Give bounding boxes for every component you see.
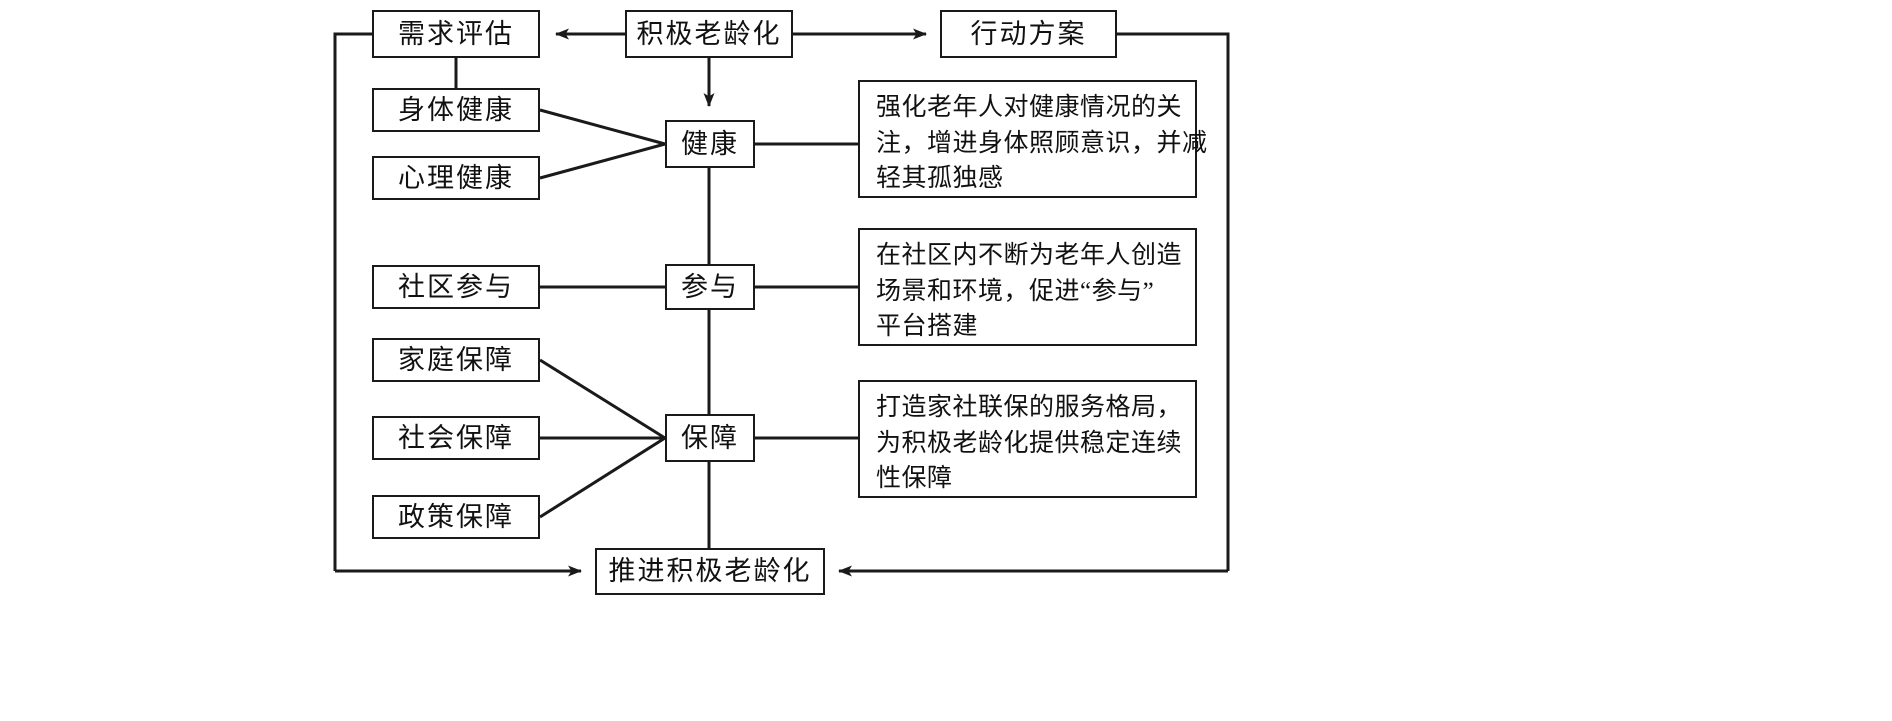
description-health[interactable]: 强化老年人对健康情况的关 注，增进身体照顾意识，并减 轻其孤独感: [858, 80, 1208, 198]
node-needs-assessment[interactable]: 需求评估: [372, 10, 540, 58]
description-security[interactable]: 打造家社联保的服务格局， 为积极老龄化提供稳定连续 性保障: [858, 380, 1197, 498]
description-line-1: 在社区内不断为老年人创造: [876, 242, 1183, 269]
node-label: 社会保障: [398, 422, 514, 453]
description-line-1: 强化老年人对健康情况的关: [876, 94, 1183, 121]
rail-right-vertical: [1117, 32, 1230, 571]
edge-policy-to-security: [539, 436, 666, 519]
node-participation[interactable]: 参与: [665, 264, 755, 310]
node-label: 心理健康: [398, 162, 514, 193]
edge-mental-to-health: [539, 142, 666, 180]
node-label: 家庭保障: [398, 344, 514, 375]
description-line-1: 打造家社联保的服务格局，: [876, 394, 1183, 421]
node-social-security[interactable]: 社会保障: [372, 416, 540, 460]
node-label: 身体健康: [398, 94, 514, 125]
node-label: 行动方案: [970, 18, 1087, 49]
node-label: 社区参与: [398, 271, 514, 302]
node-security[interactable]: 保障: [665, 414, 755, 462]
description-line-3: 平台搭建: [876, 313, 979, 340]
description-line-3: 轻其孤独感: [876, 165, 1004, 192]
node-label: 政策保障: [398, 501, 514, 532]
node-physical-health[interactable]: 身体健康: [372, 88, 540, 132]
node-mental-health[interactable]: 心理健康: [372, 156, 540, 200]
edge-physical-to-health: [539, 108, 666, 146]
node-label: 推进积极老龄化: [608, 556, 812, 587]
node-community-participation[interactable]: 社区参与: [372, 265, 540, 309]
description-line-3: 性保障: [876, 465, 953, 492]
description-participation[interactable]: 在社区内不断为老年人创造 场景和环境，促进“参与” 平台搭建: [858, 228, 1197, 346]
description-line-2: 注，增进身体照顾意识，并减: [876, 129, 1208, 157]
node-label: 需求评估: [398, 18, 514, 49]
node-action-plan[interactable]: 行动方案: [940, 10, 1117, 58]
edge-family-to-security: [539, 358, 666, 440]
node-label: 健康: [681, 128, 739, 159]
node-active-aging[interactable]: 积极老龄化: [625, 10, 793, 58]
node-health[interactable]: 健康: [665, 120, 755, 168]
node-label: 保障: [681, 422, 739, 453]
description-line-2: 场景和环境，促进“参与”: [876, 277, 1155, 305]
node-label: 参与: [681, 271, 739, 302]
node-family-security[interactable]: 家庭保障: [372, 338, 540, 382]
node-promote-active-aging[interactable]: 推进积极老龄化: [595, 548, 825, 595]
rail-left-vertical: [333, 32, 372, 571]
node-policy-security[interactable]: 政策保障: [372, 495, 540, 539]
node-label: 积极老龄化: [636, 18, 782, 49]
description-line-2: 为积极老龄化提供稳定连续: [876, 429, 1183, 457]
